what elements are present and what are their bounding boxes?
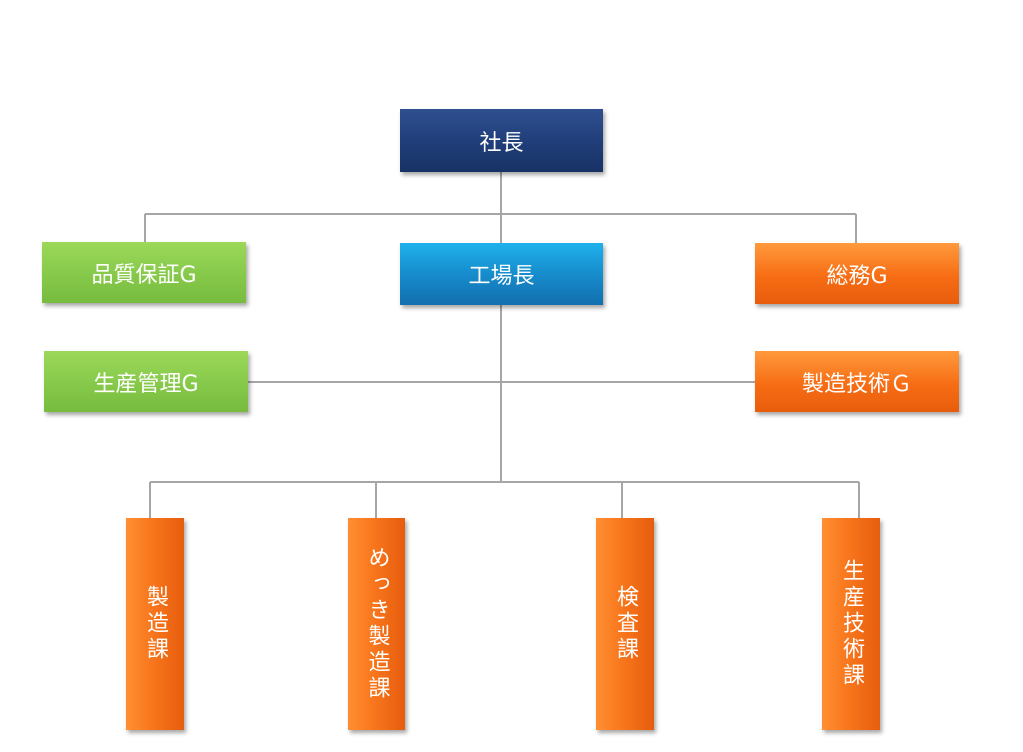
node-quality-assurance-label: 品質保証G [91,262,197,288]
node-plant-manager-label: 工場長 [468,264,535,289]
node-section-inspection-label: 検査課 [613,585,638,663]
node-quality-assurance: 品質保証G [42,242,246,303]
node-section-inspection: 検査課 [596,518,654,730]
node-production-control-label: 生産管理G [93,371,199,397]
node-section-manufacturing: 製造課 [126,518,184,730]
node-section-manufacturing-label: 製造課 [143,585,168,663]
node-president: 社長 [400,109,603,172]
node-general-affairs-label: 総務G [826,263,888,289]
node-section-plating: めっき製造課 [348,518,405,730]
node-section-plating-label: めっき製造課 [364,546,390,702]
node-president-label: 社長 [479,130,524,156]
node-manufacturing-engineering-label: 製造技術Ｇ [801,371,912,397]
node-general-affairs: 総務G [755,243,959,304]
node-plant-manager: 工場長 [400,243,603,305]
node-section-production-engineering-label: 生産技術課 [839,559,864,689]
node-production-control: 生産管理G [44,351,248,412]
node-section-production-engineering: 生産技術課 [822,518,880,730]
node-manufacturing-engineering: 製造技術Ｇ [755,351,959,412]
